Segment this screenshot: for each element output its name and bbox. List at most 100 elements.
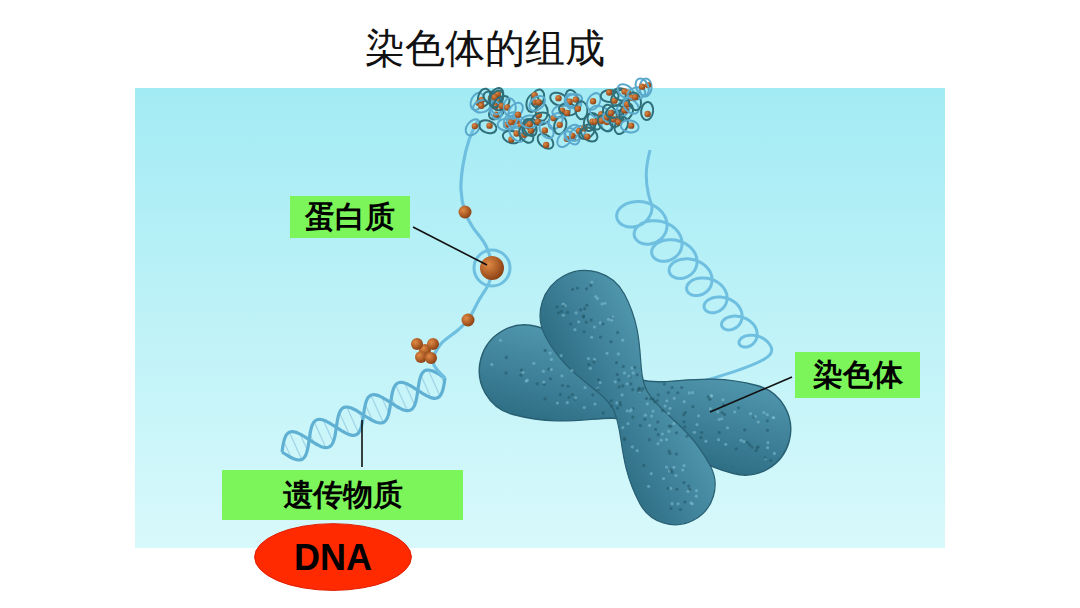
illustration-ground [135, 88, 945, 548]
texture-dot [621, 339, 624, 342]
chromosome-shape [469, 255, 801, 541]
texture-dot [737, 406, 740, 409]
histone-bead [606, 89, 612, 95]
texture-dot [632, 371, 635, 374]
histone-bead [462, 314, 475, 327]
texture-dot [669, 469, 672, 472]
label-box: 染色体 [795, 352, 920, 398]
texture-dot [585, 304, 588, 307]
texture-dot [660, 439, 663, 442]
texture-dot [704, 440, 707, 443]
texture-dot [675, 452, 678, 455]
histone-bead [472, 123, 478, 129]
texture-dot [643, 418, 646, 421]
texture-dot [683, 425, 686, 428]
texture-dot [667, 391, 670, 394]
texture-dot [693, 431, 696, 434]
texture-dot [542, 381, 545, 384]
texture-dot [687, 484, 690, 487]
texture-dot [544, 349, 547, 352]
texture-dot [683, 400, 686, 403]
texture-dot [532, 362, 535, 365]
texture-dot [587, 357, 590, 360]
texture-dot [571, 393, 574, 396]
texture-dot [691, 391, 694, 394]
texture-dot [610, 316, 613, 319]
leader-line [361, 420, 363, 467]
texture-dot [766, 441, 769, 444]
leader-lines [362, 227, 792, 467]
texture-dot [596, 387, 599, 390]
texture-dot [573, 328, 576, 331]
texture-dot [665, 399, 668, 402]
texture-dot [605, 352, 608, 355]
texture-dot [574, 396, 577, 399]
texture-dot [640, 389, 643, 392]
texture-dot [610, 404, 613, 407]
texture-dot [648, 424, 651, 427]
texture-dot [550, 358, 553, 361]
texture-dot [585, 321, 588, 324]
texture-dot [642, 464, 645, 467]
texture-dot [650, 472, 653, 475]
texture-dot [771, 416, 774, 419]
texture-dot [621, 384, 624, 387]
fiber-loop [578, 124, 600, 144]
texture-dot [685, 434, 688, 437]
texture-dot [519, 374, 522, 377]
texture-dot [671, 386, 674, 389]
texture-dot [680, 386, 683, 389]
texture-dot [672, 422, 675, 425]
texture-dot [622, 365, 625, 368]
texture-dot [597, 378, 600, 381]
texture-dot [773, 452, 776, 455]
texture-dot [560, 354, 563, 357]
label-box: 蛋白质 [290, 196, 410, 239]
histone-bead [608, 110, 614, 116]
texture-dot [672, 466, 675, 469]
dna-strand [282, 370, 445, 460]
histone-bead [459, 206, 472, 219]
texture-dot [639, 424, 642, 427]
texture-dot [556, 401, 559, 404]
texture-dot [616, 406, 619, 409]
texture-dot [525, 379, 528, 382]
texture-dot [651, 409, 654, 412]
texture-dot [682, 420, 685, 423]
texture-dot [648, 438, 651, 441]
texture-dot [669, 507, 672, 510]
texture-dot [566, 311, 569, 314]
texture-dot [583, 330, 586, 333]
texture-dot [559, 393, 562, 396]
texture-dot [593, 402, 596, 405]
texture-dot [766, 413, 769, 416]
texture-dot [700, 431, 703, 434]
texture-dot [740, 439, 743, 442]
texture-dot [772, 416, 775, 419]
texture-dot [766, 419, 769, 422]
texture-dot [647, 485, 650, 488]
texture-dot [733, 410, 736, 413]
texture-dot [710, 394, 713, 397]
texture-dot [582, 315, 585, 318]
texture-dot [644, 414, 647, 417]
texture-dot [589, 367, 592, 370]
fiber-loop [640, 101, 654, 120]
texture-dot [602, 411, 605, 414]
texture-dot [742, 440, 745, 443]
texture-dot [607, 318, 610, 321]
texture-dot [726, 426, 729, 429]
texture-dot [583, 386, 586, 389]
label-box: 遗传物质 [222, 470, 463, 520]
texture-dot [656, 442, 659, 445]
title-text: 染色体的组成 [365, 25, 605, 71]
texture-dot [756, 446, 759, 449]
histone-bead [536, 99, 542, 105]
texture-dot [549, 351, 552, 354]
texture-dot [707, 395, 710, 398]
texture-dot [623, 437, 626, 440]
histone-bead [555, 95, 561, 101]
texture-dot [601, 322, 604, 325]
texture-dot [589, 284, 592, 287]
